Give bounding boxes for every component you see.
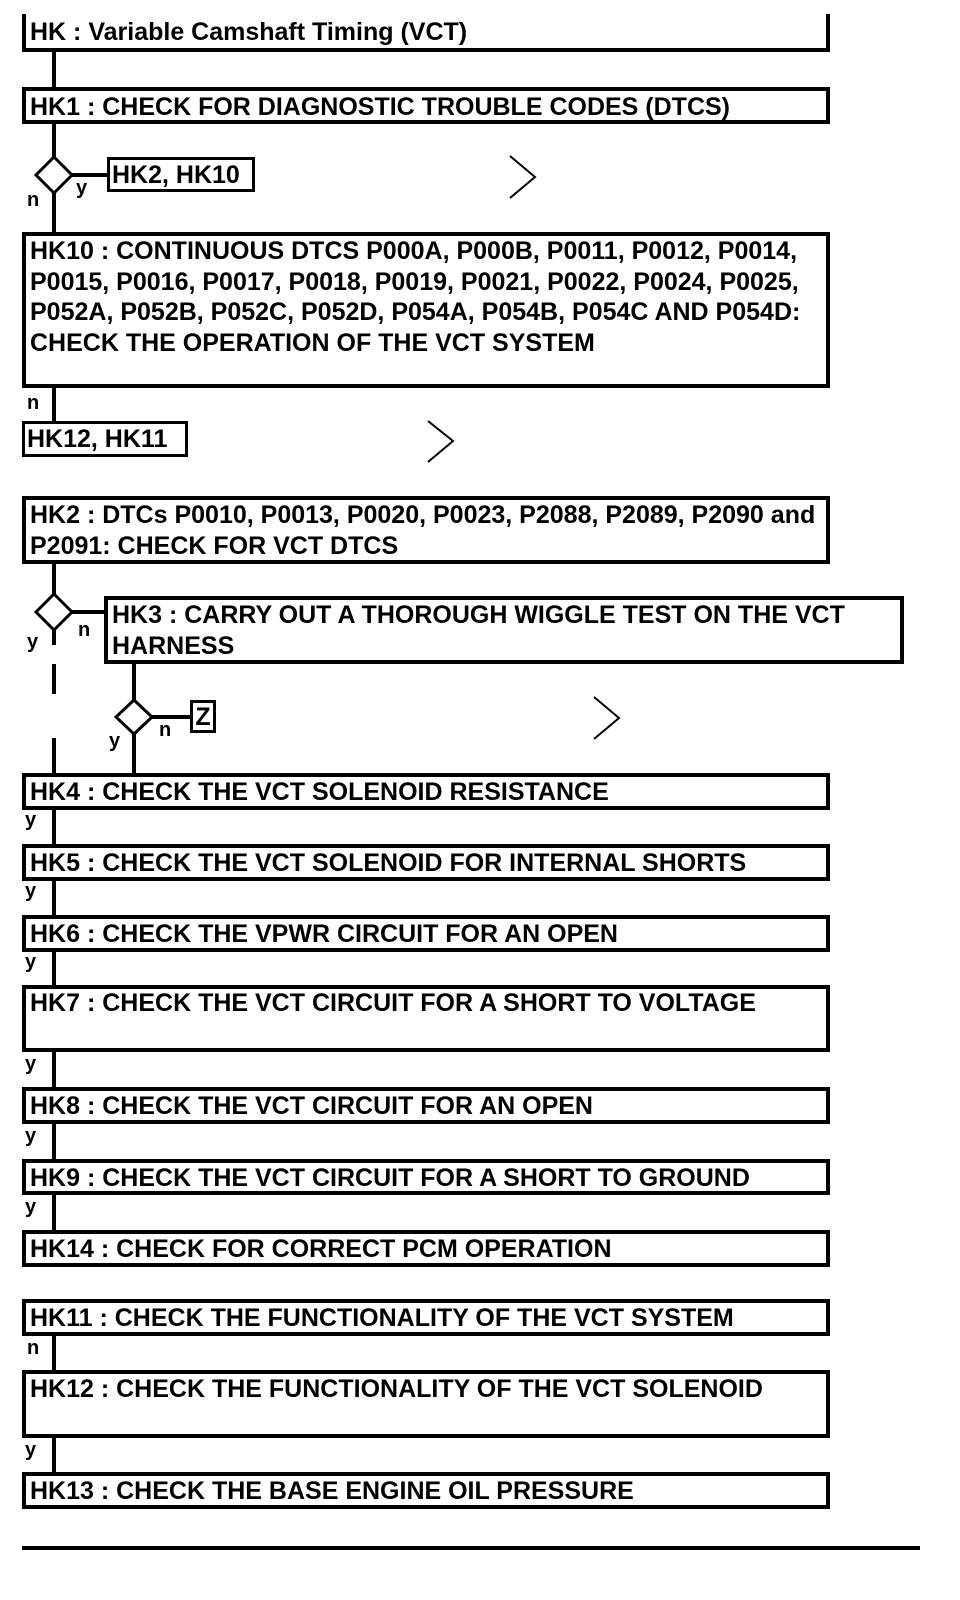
decision-diamond-3	[113, 697, 155, 737]
page-title: HK : Variable Camshaft Timing (VCT)	[22, 14, 830, 52]
ref-z[interactable]: Z	[190, 700, 216, 733]
step-hk8: HK8 : CHECK THE VCT CIRCUIT FOR AN OPEN	[22, 1087, 830, 1124]
branch-label-yes: y	[25, 809, 37, 831]
branch-label-no: n	[27, 392, 40, 414]
step-hk3: HK3 : CARRY OUT A THOROUGH WIGGLE TEST O…	[104, 596, 904, 664]
step-hk7: HK7 : CHECK THE VCT CIRCUIT FOR A SHORT …	[22, 985, 830, 1052]
step-hk13: HK13 : CHECK THE BASE ENGINE OIL PRESSUR…	[22, 1472, 830, 1509]
step-hk11: HK11 : CHECK THE FUNCTIONALITY OF THE VC…	[22, 1299, 830, 1336]
branch-label-yes: y	[76, 177, 88, 199]
branch-label-no: n	[27, 1337, 40, 1359]
decision-diamond-1	[33, 154, 75, 196]
step-hk12: HK12 : CHECK THE FUNCTIONALITY OF THE VC…	[22, 1370, 830, 1438]
branch-label-yes: y	[25, 880, 37, 902]
decision-diamond-2	[33, 591, 75, 633]
step-hk1: HK1 : CHECK FOR DIAGNOSTIC TROUBLE CODES…	[22, 87, 830, 124]
step-hk5: HK5 : CHECK THE VCT SOLENOID FOR INTERNA…	[22, 844, 830, 881]
branch-label-yes: y	[27, 631, 39, 653]
step-hk14: HK14 : CHECK FOR CORRECT PCM OPERATION	[22, 1230, 830, 1267]
chevron-right-icon	[509, 155, 537, 199]
chevron-right-icon	[593, 696, 621, 740]
branch-label-yes: y	[25, 1196, 37, 1218]
branch-label-yes: y	[25, 1439, 37, 1461]
step-hk4: HK4 : CHECK THE VCT SOLENOID RESISTANCE	[22, 773, 830, 810]
step-hk6: HK6 : CHECK THE VPWR CIRCUIT FOR AN OPEN	[22, 915, 830, 952]
branch-label-no: n	[78, 619, 91, 641]
branch-label-yes: y	[25, 1053, 37, 1075]
branch-label-yes: y	[25, 1125, 37, 1147]
chevron-right-icon	[427, 420, 455, 463]
step-hk10: HK10 : CONTINUOUS DTCS P000A, P000B, P00…	[22, 232, 830, 388]
step-hk2: HK2 : DTCs P0010, P0013, P0020, P0023, P…	[22, 496, 830, 564]
ref-hk12-hk11[interactable]: HK12, HK11	[22, 421, 188, 457]
branch-label-yes: y	[25, 951, 37, 973]
branch-label-yes: y	[109, 730, 121, 752]
branch-label-no: n	[159, 719, 172, 741]
ref-hk2-hk10[interactable]: HK2, HK10	[107, 157, 255, 192]
branch-label-no: n	[27, 189, 40, 211]
step-hk9: HK9 : CHECK THE VCT CIRCUIT FOR A SHORT …	[22, 1159, 830, 1195]
